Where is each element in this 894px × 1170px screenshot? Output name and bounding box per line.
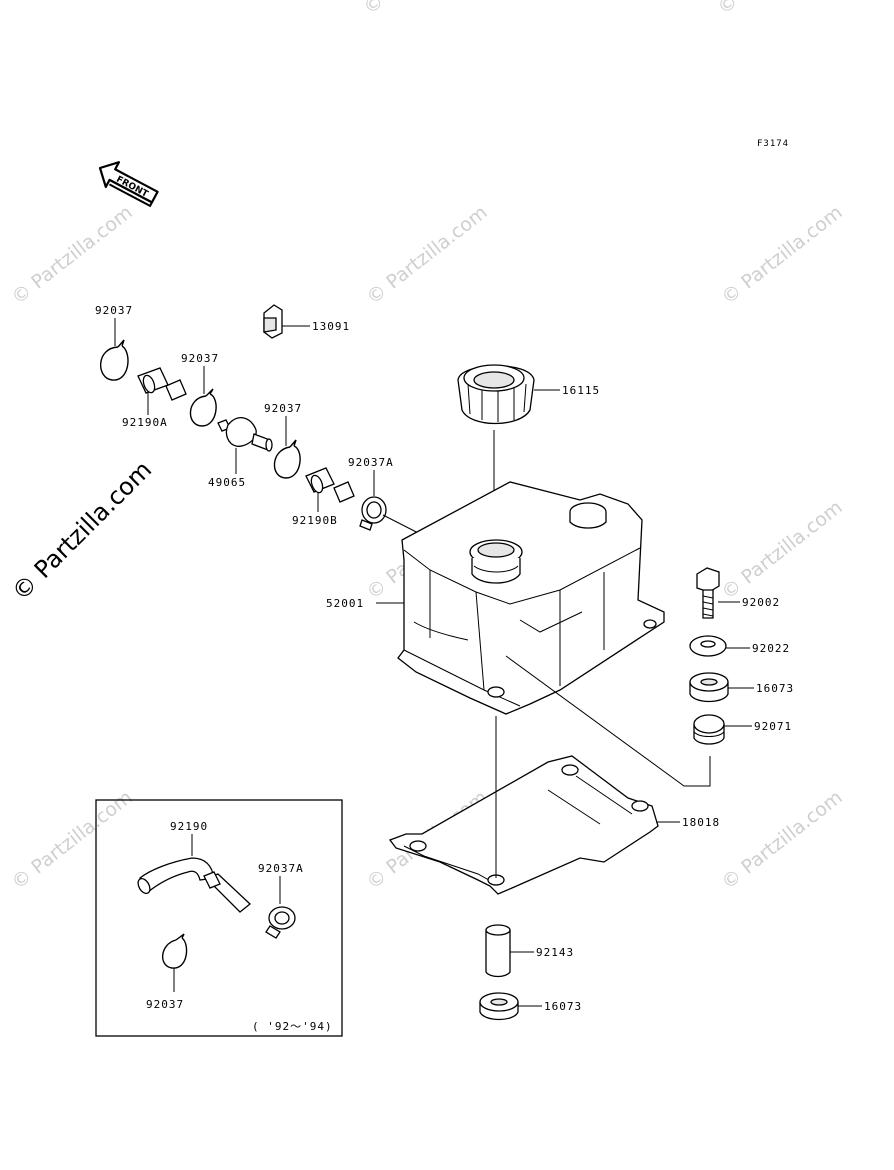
part-18018-bracket — [388, 755, 659, 895]
callout-92002: 92002 — [742, 596, 780, 609]
part-16073-damper — [689, 672, 729, 703]
front-arrow-icon: FRONT — [98, 161, 159, 208]
part-92037A-screw-clamp — [265, 906, 296, 939]
part-92022-washer — [689, 635, 727, 657]
callout-92037: 92037 — [146, 998, 184, 1011]
part-92071-damper — [693, 714, 725, 745]
part-16073-damper — [479, 992, 519, 1021]
callout-92037: 92037 — [181, 352, 219, 365]
watermark: © Partzilla.com — [8, 201, 137, 309]
callout-52001: 52001 — [326, 597, 364, 610]
part-92037A-screw-clamp — [359, 496, 387, 531]
inset-years-note: ( '92～'94) — [252, 1020, 333, 1033]
callout-92190: 92190 — [170, 820, 208, 833]
callout-13091: 13091 — [312, 320, 350, 333]
callout-92037A: 92037A — [258, 862, 304, 875]
callout-16115: 16115 — [562, 384, 600, 397]
callout-16073: 16073 — [756, 682, 794, 695]
callout-49065: 49065 — [208, 476, 246, 489]
part-92037-hose-clamp — [162, 933, 188, 969]
watermark: © Partzilla.com — [363, 201, 492, 309]
watermark: © Partzilla.com — [718, 496, 847, 604]
watermark: © Partzilla.com — [718, 786, 847, 894]
callout-92190A: 92190A — [122, 416, 168, 429]
callout-92037A: 92037A — [348, 456, 394, 469]
callout-92037: 92037 — [264, 402, 302, 415]
inset-box — [95, 799, 343, 1037]
part-92143-collar — [485, 924, 511, 978]
part-49065-fuel-filter — [217, 417, 273, 452]
callout-92143: 92143 — [536, 946, 574, 959]
callout-92190B: 92190B — [292, 514, 338, 527]
watermark: © Partzilla.com — [718, 201, 847, 309]
part-92190-hose — [137, 857, 251, 913]
part-92037-hose-clamp — [189, 388, 217, 427]
part-92190B-hose — [305, 467, 355, 503]
figure-id: F3174 — [757, 139, 789, 149]
watermarks: © Partzilla.com © Partzilla.com © Partzi… — [6, 0, 846, 894]
callout-92071: 92071 — [754, 720, 792, 733]
callout-16073: 16073 — [544, 1000, 582, 1013]
callout-18018: 18018 — [682, 816, 720, 829]
watermark: © Partzilla.com — [360, 0, 489, 19]
part-92190A-hose — [137, 367, 187, 401]
callout-92037: 92037 — [95, 304, 133, 317]
part-16115-fuel-cap — [457, 364, 535, 425]
callout-92022: 92022 — [752, 642, 790, 655]
watermark: © Partzilla.com — [714, 0, 843, 19]
part-92002-bolt — [696, 567, 720, 619]
part-92037-hose-clamp — [273, 439, 301, 479]
watermark-large: © Partzilla.com — [6, 455, 157, 606]
part-92037-hose-clamp — [99, 339, 129, 381]
part-52001-fuel-tank — [397, 481, 665, 715]
part-13091-clip — [263, 304, 310, 339]
watermark: © Partzilla.com — [8, 786, 137, 894]
